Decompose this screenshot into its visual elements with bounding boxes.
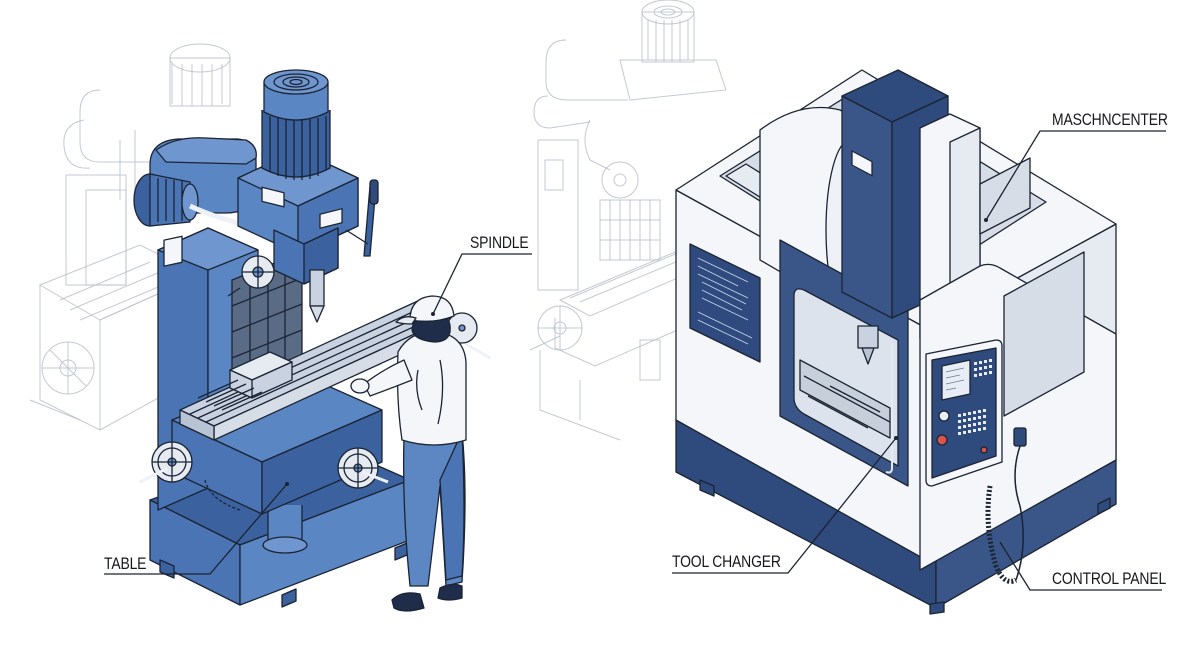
- info-placard: [689, 243, 761, 363]
- ghost-milling-machine-left: [29, 43, 231, 431]
- ghost-milling-machine-middle: [529, 0, 727, 441]
- label-control-panel: CONTROL PANEL: [1052, 569, 1167, 588]
- handwheel-left: [139, 441, 193, 484]
- leader-lines: [104, 130, 1166, 591]
- machine-operator: [350, 295, 467, 612]
- label-machining-center: MASCHNCENTER: [1052, 110, 1168, 129]
- label-tool-changer: TOOL CHANGER: [672, 552, 781, 571]
- handwheel-right: [337, 447, 389, 489]
- cnc-machining-center: [675, 69, 1117, 615]
- label-spindle: SPINDLE: [470, 233, 529, 252]
- emergency-stop-icon: [936, 434, 948, 446]
- control-panel-unit: [925, 339, 1003, 487]
- manual-milling-machine: [133, 69, 491, 608]
- handwheel-back: [446, 312, 491, 360]
- label-table: TABLE: [104, 554, 147, 573]
